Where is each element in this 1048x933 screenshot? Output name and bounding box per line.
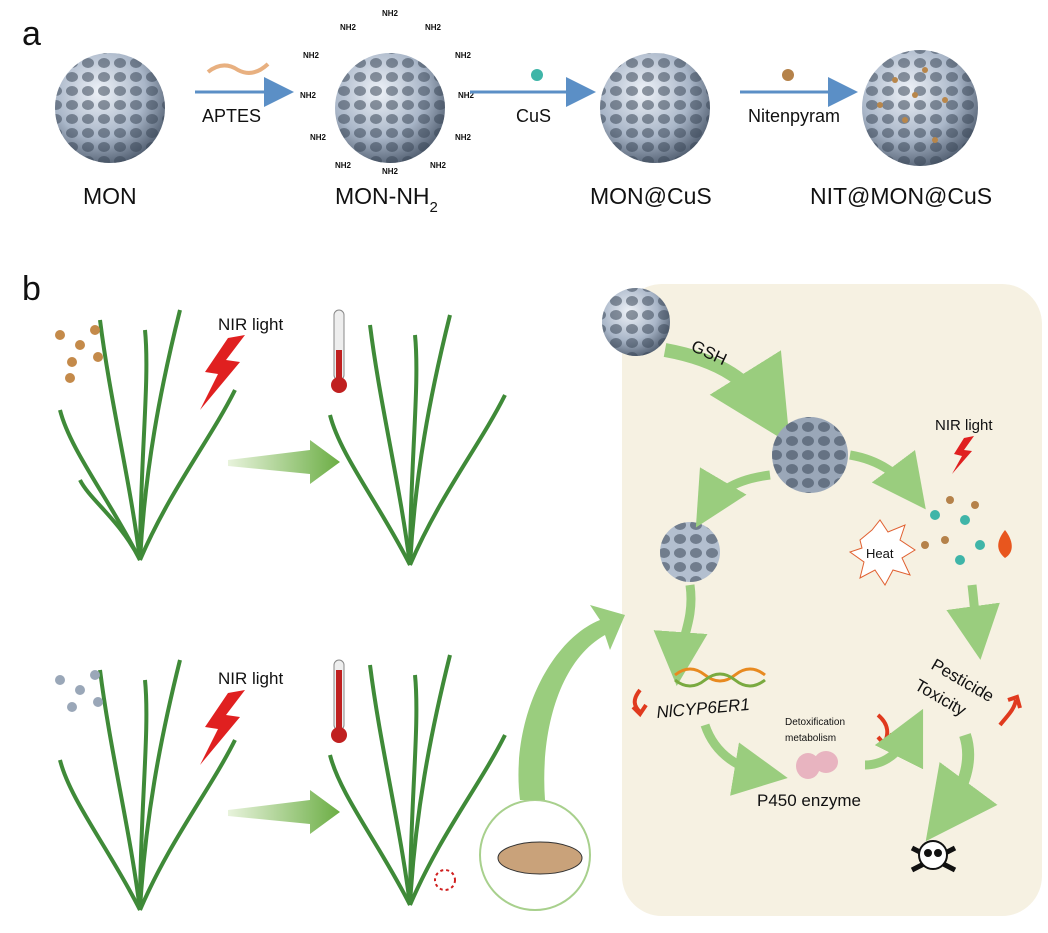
pathway-arrow bbox=[925, 733, 998, 842]
aptes-molecule-icon bbox=[206, 62, 270, 75]
process-arrow bbox=[228, 440, 340, 484]
lightning-icon bbox=[200, 690, 245, 765]
nir-light-label: NIR light bbox=[935, 417, 993, 434]
sphere-nit-mon-cus bbox=[862, 50, 978, 166]
pathway-arrow bbox=[653, 584, 708, 686]
thermometer-icon bbox=[331, 659, 347, 743]
sphere-mon-cus bbox=[600, 53, 710, 163]
dna-icon bbox=[674, 672, 766, 688]
process-arrow bbox=[228, 790, 340, 834]
released-particles bbox=[921, 496, 985, 565]
heat-label: Heat bbox=[866, 546, 894, 561]
p450-enzyme-icon bbox=[796, 751, 838, 779]
pathway-arrow bbox=[946, 584, 1000, 660]
product-mon-cus: MON@CuS bbox=[590, 183, 712, 209]
cus-nanoparticle-icon bbox=[531, 69, 543, 81]
enzyme-label: P450 enzyme bbox=[757, 791, 861, 810]
pathway-arrow bbox=[864, 708, 924, 770]
heat-burst-icon bbox=[848, 519, 916, 586]
product-mon: MON bbox=[83, 183, 137, 209]
detox-label-1: Detoxification bbox=[785, 717, 845, 728]
sphere-mon-nh2 bbox=[335, 53, 445, 163]
nh2-label: NH2 bbox=[310, 133, 327, 142]
nir-light-label: NIR light bbox=[218, 669, 283, 688]
panel-a-label: a bbox=[22, 15, 41, 53]
sphere-mon bbox=[55, 53, 165, 163]
rice-plant bbox=[58, 309, 237, 561]
planthopper-highlight bbox=[434, 869, 456, 891]
nh2-label: NH2 bbox=[455, 51, 472, 60]
nh2-label: NH2 bbox=[382, 9, 399, 18]
product-nit-mon-cus: NIT@MON@CuS bbox=[810, 183, 992, 209]
degraded-nanoparticle bbox=[772, 417, 848, 493]
rice-plant bbox=[58, 659, 237, 911]
nh2-label: NH2 bbox=[335, 161, 352, 170]
step-label-aptes: APTES bbox=[202, 106, 261, 126]
rice-plant bbox=[328, 654, 507, 906]
big-curved-arrow bbox=[518, 605, 625, 800]
up-arrow-icon bbox=[998, 694, 1022, 727]
detox-label-2: metabolism bbox=[785, 733, 836, 744]
panel-b-label: b bbox=[22, 270, 41, 308]
down-arrow-icon bbox=[631, 688, 648, 718]
nitenpyram-icon bbox=[782, 69, 794, 81]
gsh-arrow bbox=[663, 343, 790, 444]
skull-crossbones-icon bbox=[910, 840, 957, 873]
nh2-label: NH2 bbox=[425, 23, 442, 32]
spray-nanoparticles bbox=[55, 670, 103, 712]
nh2-label: NH2 bbox=[430, 161, 447, 170]
nanoparticle-nit-mon-cus bbox=[602, 288, 670, 356]
spray-nanoparticles bbox=[55, 325, 103, 383]
rice-plants bbox=[58, 309, 507, 911]
pathway-arrow bbox=[849, 450, 926, 510]
pathway-arrow bbox=[695, 467, 771, 528]
planthopper-magnified bbox=[479, 799, 591, 911]
nir-light-label: NIR light bbox=[218, 315, 283, 334]
nh2-label: NH2 bbox=[382, 167, 399, 176]
step-label-cus: CuS bbox=[516, 106, 551, 126]
thermometer-icon bbox=[331, 309, 347, 393]
nh2-label: NH2 bbox=[303, 51, 320, 60]
pathway-arrow bbox=[700, 723, 788, 796]
mechanism-panel bbox=[622, 284, 1042, 916]
nh2-label: NH2 bbox=[455, 133, 472, 142]
step-label-nitenpyram: Nitenpyram bbox=[748, 106, 840, 126]
fragmented-nanoparticle bbox=[660, 522, 720, 582]
rice-plant bbox=[328, 314, 507, 566]
fire-icon bbox=[998, 530, 1012, 558]
nh2-labels: NH2 NH2 NH2 NH2 NH2 NH2 NH2 NH2 NH2 NH2 … bbox=[300, 9, 475, 176]
lightning-icon bbox=[952, 436, 974, 474]
nh2-label: NH2 bbox=[458, 91, 475, 100]
lightning-icon bbox=[200, 335, 245, 410]
nh2-label: NH2 bbox=[340, 23, 357, 32]
nh2-label: NH2 bbox=[300, 91, 317, 100]
dna-icon bbox=[674, 667, 766, 683]
product-mon-nh2: MON-NH2 bbox=[335, 183, 438, 216]
